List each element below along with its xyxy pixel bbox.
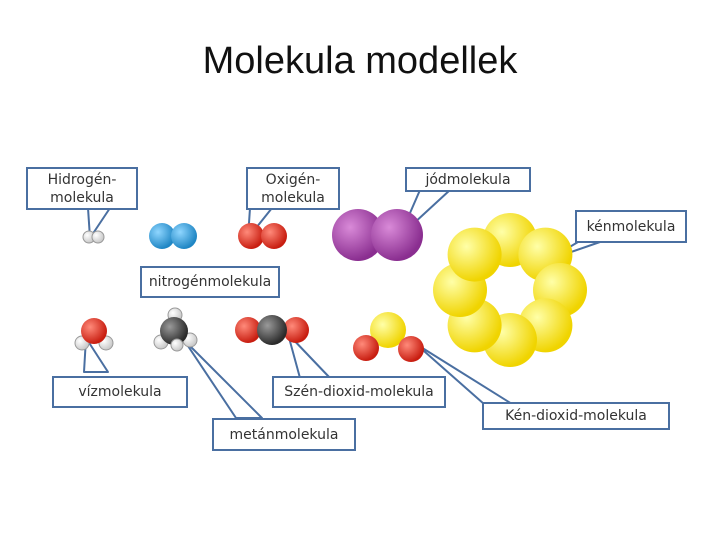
methane-callout-pointer [183, 339, 263, 419]
sulfur-molecule [433, 213, 587, 367]
iodine-molecule [332, 209, 423, 261]
water-molecule [74, 318, 114, 351]
iodine-callout: jódmolekula [405, 167, 531, 192]
water-callout-pointer [83, 337, 109, 373]
co2-molecule [235, 315, 309, 345]
so2-callout: Kén-dioxid-molekula [482, 402, 670, 430]
methane-molecule [153, 307, 198, 352]
nitrogen-callout: nitrogénmolekula [140, 266, 280, 298]
oxygen-molecule [238, 223, 287, 249]
hydrogen-molecule [82, 230, 105, 244]
methane-callout: metánmolekula [212, 418, 356, 451]
page-title: Molekula modellek [202, 40, 518, 82]
hydrogen-callout: Hidrogén- molekula [26, 167, 138, 210]
nitrogen-molecule [149, 223, 197, 249]
sulfur-callout: kénmolekula [575, 210, 687, 243]
co2-callout: Szén-dioxid-molekula [272, 376, 446, 408]
so2-molecule [353, 312, 424, 362]
sulfur-ring-center [492, 272, 528, 308]
sulfur-atom [447, 227, 502, 282]
water-callout: vízmolekula [52, 376, 188, 408]
oxygen-callout: Oxigén- molekula [246, 167, 340, 210]
